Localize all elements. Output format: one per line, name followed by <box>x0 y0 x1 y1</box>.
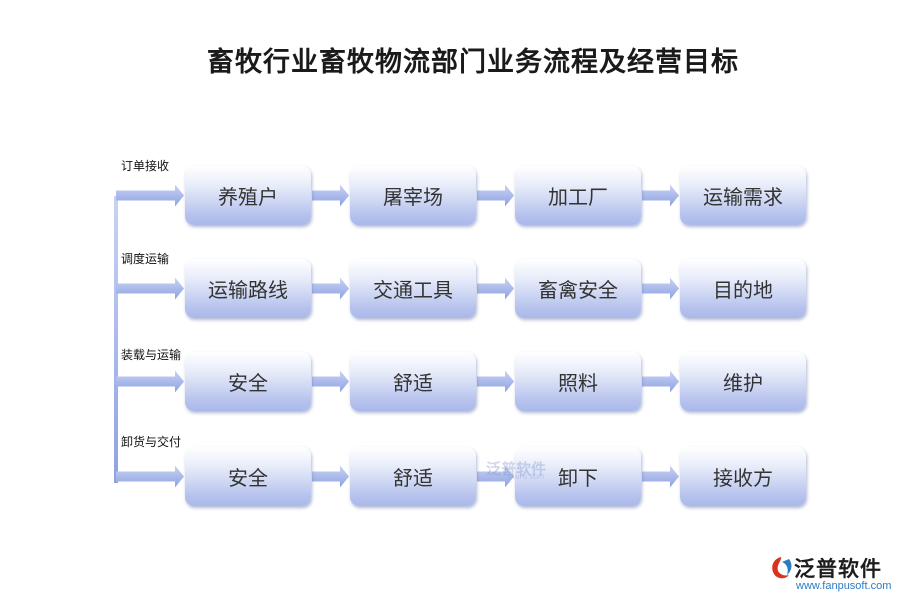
process-step-box: 交通工具 <box>350 259 476 318</box>
step-arrow <box>642 184 679 207</box>
logo-name: 泛普软件 <box>794 557 882 581</box>
row-label: 订单接收 <box>121 159 170 173</box>
process-step-box: 加工厂 <box>515 166 641 225</box>
spine-to-step-arrow <box>116 277 184 300</box>
process-step-box: 安全 <box>185 447 311 506</box>
spine-line <box>114 196 118 483</box>
step-arrow <box>477 277 514 300</box>
process-step-box: 屠宰场 <box>350 166 476 225</box>
row-label: 装载与运输 <box>121 348 182 362</box>
process-step-box: 安全 <box>185 352 311 411</box>
logo-swirl-icon <box>772 557 792 579</box>
step-arrow <box>477 465 514 488</box>
process-step-box: 运输路线 <box>185 259 311 318</box>
process-step-box: 舒适 <box>350 447 476 506</box>
process-step-box: 舒适 <box>350 352 476 411</box>
process-step-box: 运输需求 <box>680 166 806 225</box>
step-arrow <box>312 465 349 488</box>
row-label: 卸货与交付 <box>121 435 182 449</box>
step-arrow <box>312 370 349 393</box>
step-arrow <box>642 465 679 488</box>
row-label: 调度运输 <box>121 252 170 266</box>
step-arrow <box>312 277 349 300</box>
spine-to-step-arrow <box>116 465 184 488</box>
process-step-box: 维护 <box>680 352 806 411</box>
process-step-box: 接收方 <box>680 447 806 506</box>
process-step-box: 照料 <box>515 352 641 411</box>
step-arrow <box>642 370 679 393</box>
watermark-subtext: FANPU SOFT <box>508 474 545 481</box>
process-step-box: 养殖户 <box>185 166 311 225</box>
step-arrow <box>477 184 514 207</box>
step-arrow <box>312 184 349 207</box>
brand-logo: 泛普软件 www.fanpusoft.com <box>768 553 892 597</box>
process-step-box: 目的地 <box>680 259 806 318</box>
step-arrow <box>477 370 514 393</box>
spine-to-step-arrow <box>116 370 184 393</box>
process-step-box: 畜禽安全 <box>515 259 641 318</box>
step-arrow <box>642 277 679 300</box>
page-title: 畜牧行业畜牧物流部门业务流程及经营目标 <box>207 47 739 78</box>
logo-url: www.fanpusoft.com <box>796 580 892 592</box>
watermark-text: 泛普软件 <box>486 460 547 478</box>
spine-to-step-arrow <box>116 184 184 207</box>
process-step-box: 卸下 <box>515 447 641 506</box>
